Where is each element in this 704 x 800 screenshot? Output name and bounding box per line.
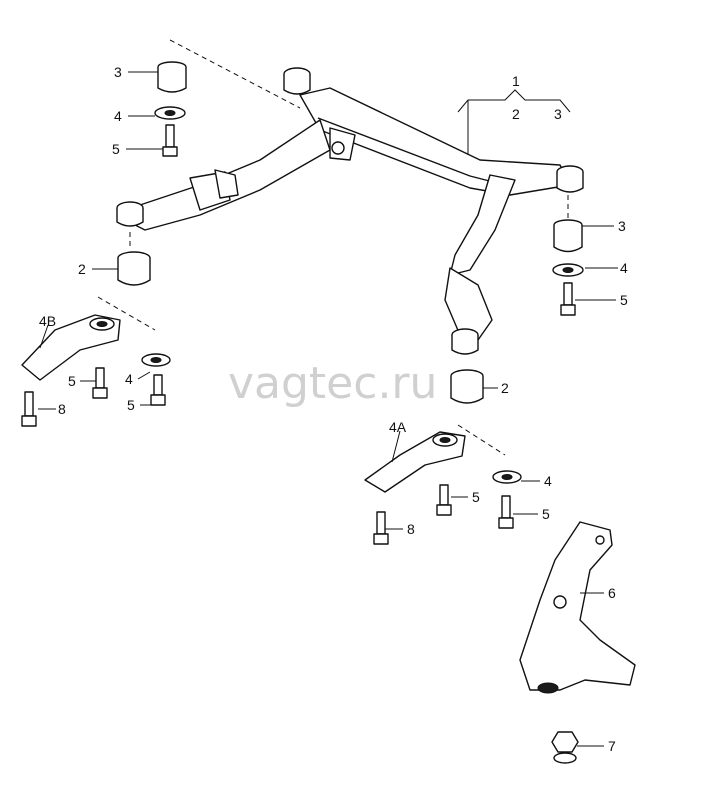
bolt-4a-a[interactable] (436, 484, 452, 516)
callout-5-bracket-4a-a: 5 (472, 489, 480, 505)
callout-7: 7 (608, 738, 616, 754)
callout-labels: 1 2 3 3 4 5 2 4B 5 4 5 8 3 4 5 2 4A 5 4 … (39, 64, 628, 754)
bolt-4b-a[interactable] (92, 367, 108, 399)
washer-4a[interactable] (492, 470, 522, 484)
washer-4b[interactable] (141, 353, 171, 367)
callout-1-sub-3: 3 (554, 106, 562, 122)
callout-2-left: 2 (78, 261, 86, 277)
bushing-left-front[interactable] (117, 251, 151, 286)
callout-3-left: 3 (114, 64, 122, 80)
callout-3-right: 3 (618, 218, 626, 234)
assembly-line-rear-left (169, 39, 301, 109)
assembly-line-4b (97, 296, 156, 331)
assembly-line-4a (457, 424, 506, 456)
subframe[interactable] (116, 67, 584, 355)
bracket-4b[interactable] (21, 314, 121, 381)
bolt-right[interactable] (560, 282, 576, 316)
bolt-4b-b[interactable] (150, 374, 166, 406)
bolt-4b-long[interactable] (21, 391, 37, 427)
callout-5-right: 5 (620, 292, 628, 308)
bushing-right-rear[interactable] (553, 219, 583, 253)
callout-5-bracket-4b-a: 5 (68, 373, 76, 389)
nut-7[interactable] (551, 731, 579, 764)
washer-left[interactable] (154, 106, 186, 120)
bushing-top-left[interactable] (157, 61, 187, 93)
callout-8-right: 8 (407, 521, 415, 537)
callout-4-bracket-4b: 4 (125, 371, 133, 387)
watermark: vagtec.ru (228, 358, 437, 409)
bolt-left-top[interactable] (162, 124, 178, 157)
callout-4b: 4B (39, 313, 56, 329)
leader-lines (38, 71, 618, 747)
callout-4a: 4A (389, 419, 407, 435)
callout-4-right: 4 (620, 260, 628, 276)
bracket-4a[interactable] (364, 431, 466, 493)
washer-right[interactable] (552, 263, 584, 277)
bolt-4a-b[interactable] (498, 495, 514, 529)
callout-5-bracket-4b-b: 5 (127, 397, 135, 413)
callout-1: 1 (512, 73, 520, 89)
bushing-right-front[interactable] (450, 369, 484, 404)
callout-4-bracket-4a: 4 (544, 473, 552, 489)
callout-6: 6 (608, 585, 616, 601)
mount-bracket-6[interactable] (519, 521, 636, 694)
callout-1-sub-2: 2 (512, 106, 520, 122)
callout-8-left: 8 (58, 401, 66, 417)
callout-4-left: 4 (114, 108, 122, 124)
callout-5-bracket-4a-b: 5 (542, 506, 550, 522)
bolt-4a-long[interactable] (373, 511, 389, 545)
callout-5-left: 5 (112, 141, 120, 157)
callout-2-right: 2 (501, 380, 509, 396)
